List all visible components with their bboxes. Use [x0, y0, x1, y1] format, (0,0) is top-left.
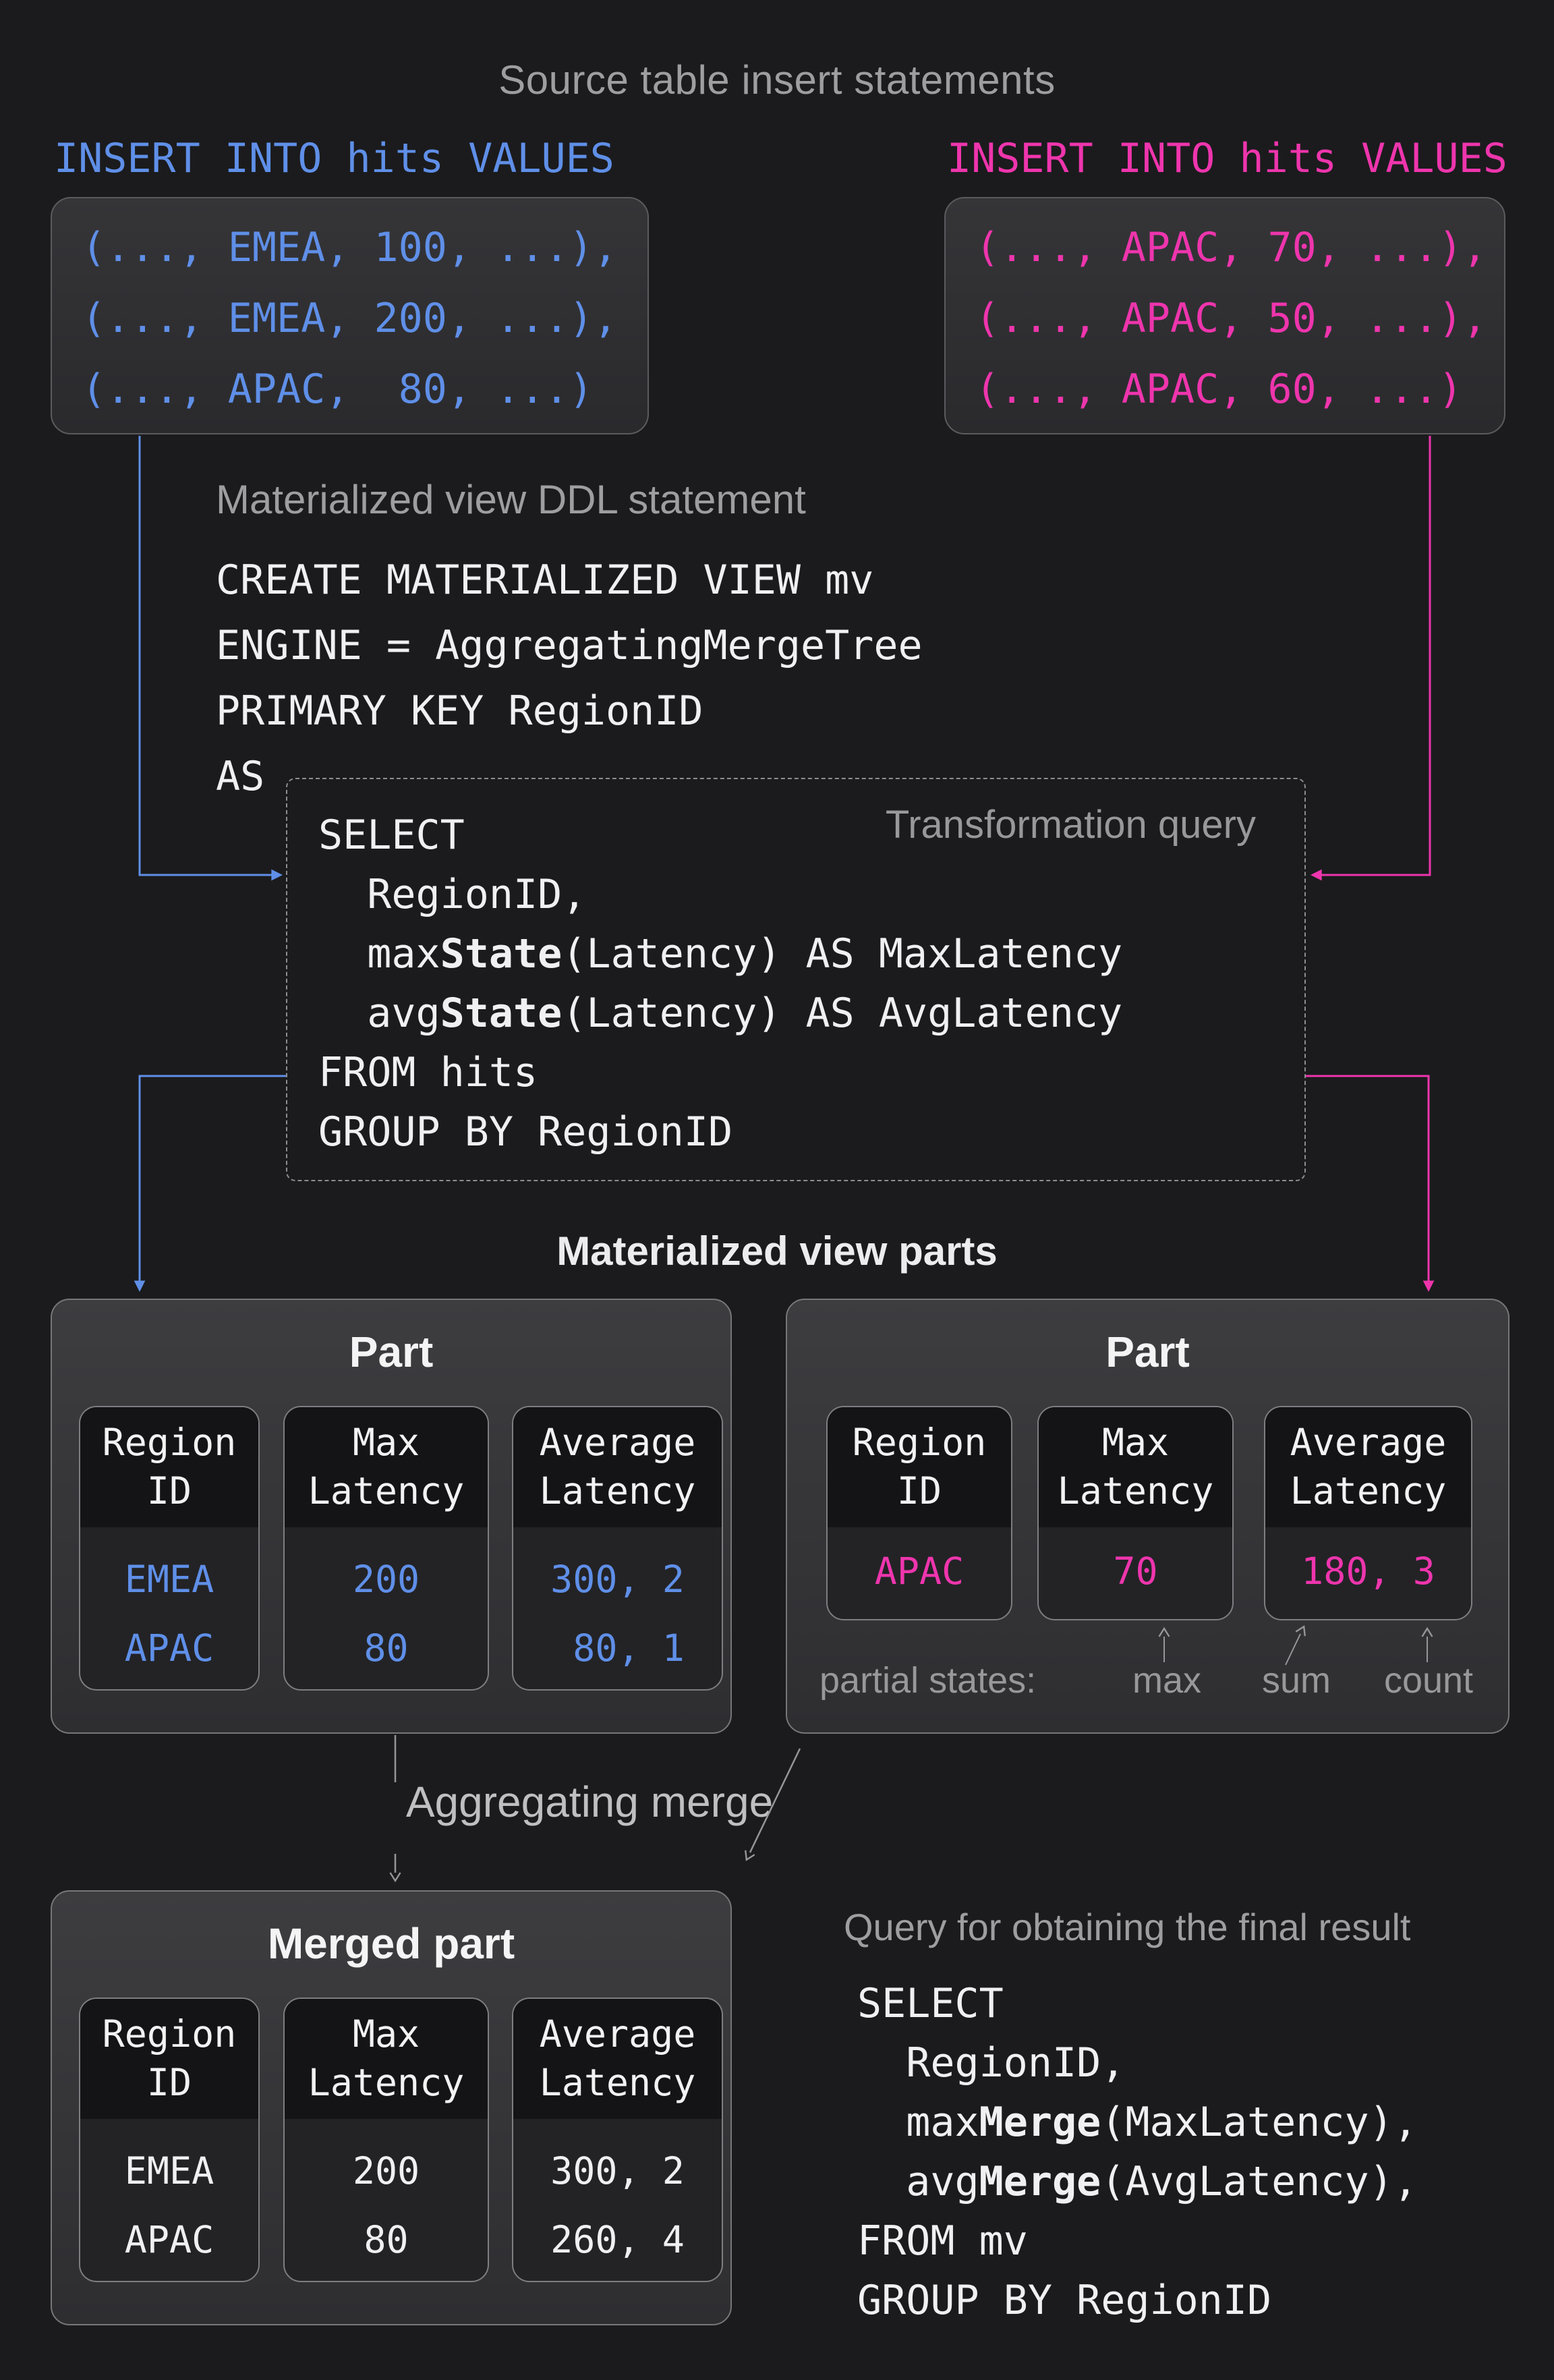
part-box-right-title: Part [1105, 1328, 1190, 1376]
table-value: EMEA [124, 2149, 214, 2192]
table-value: 70 [1113, 1550, 1158, 1593]
column-header: Max Latency [1039, 1407, 1232, 1527]
code-line: SELECT [857, 1980, 1004, 2027]
table-value: 300, 2 [550, 1558, 685, 1601]
table-value: 80 [364, 1626, 409, 1670]
merged-part-box: Merged part Region ID EMEA APAC Max Latency… [51, 1890, 732, 2325]
code-line: (..., APAC, 60, ...) [975, 366, 1463, 413]
code-line: ENGINE = AggregatingMergeTree [216, 622, 923, 669]
code-line: avgMerge(AvgLatency), [857, 2158, 1418, 2205]
ddl-code: CREATE MATERIALIZED VIEW mv ENGINE = Aggr… [216, 548, 923, 810]
final-query-title: Query for obtaining the final result [844, 1906, 1411, 1948]
table-column: Max Latency 70 [1037, 1406, 1234, 1620]
code-line: FROM hits [318, 1049, 538, 1096]
table-value: 200 [352, 1558, 420, 1601]
code-line: (..., APAC, 80, ...) [82, 366, 594, 413]
code-line: GROUP BY RegionID [318, 1108, 733, 1156]
partial-state-max: max [1132, 1660, 1202, 1701]
table-value: 80 [364, 2218, 409, 2261]
column-values: 200 80 [285, 1527, 488, 1689]
column-values: EMEA APAC [80, 2119, 258, 2281]
table-column: Average Latency 300, 2 260, 4 [512, 1998, 723, 2282]
insert-right-code-box: (..., APAC, 70, ...), (..., APAC, 50, ...… [944, 197, 1505, 434]
parts-title: Materialized view parts [556, 1228, 998, 1274]
table-column: Max Latency 200 80 [283, 1998, 489, 2282]
aggregating-merge-label: Aggregating merge [405, 1778, 774, 1826]
part-box-left-title: Part [349, 1328, 434, 1376]
code-line: maxState(Latency) AS MaxLatency [318, 930, 1123, 978]
code-line: avgState(Latency) AS AvgLatency [318, 990, 1123, 1037]
column-header: Max Latency [285, 1999, 488, 2119]
insert-right-header: INSERT INTO hits VALUES [947, 135, 1507, 182]
code-line: (..., EMEA, 100, ...), [82, 224, 618, 271]
part-box-left: Part Region ID EMEA APAC Max Latency 200 80 Av… [51, 1299, 732, 1734]
partial-state-sum: sum [1261, 1660, 1331, 1701]
table-column: Region ID EMEA APAC [79, 1406, 260, 1691]
table-value: APAC [874, 1550, 965, 1593]
transformation-query-code: SELECT RegionID, maxState(Latency) AS Ma… [318, 805, 1122, 1162]
code-line: RegionID, [318, 871, 587, 918]
code-line: maxMerge(MaxLatency), [857, 2099, 1418, 2146]
column-values: EMEA APAC [80, 1527, 258, 1689]
table-column: Average Latency 180, 3 [1264, 1406, 1472, 1620]
column-values: 200 80 [285, 2119, 488, 2281]
code-line: PRIMARY KEY RegionID [216, 687, 703, 735]
arrow-insert-right-to-query [1311, 436, 1431, 881]
table-value: 200 [352, 2149, 420, 2192]
transformation-query-box: Transformation query SELECT RegionID, ma… [286, 778, 1306, 1181]
code-line: FROM mv [857, 2217, 1028, 2265]
column-header: Average Latency [513, 1407, 722, 1527]
column-values: 300, 2 80, 1 [513, 1527, 722, 1689]
partial-states-label: partial states: [819, 1660, 1037, 1701]
table-value: 260, 4 [550, 2218, 685, 2261]
merged-part-title: Merged part [267, 1919, 515, 1968]
table-value: 80, 1 [550, 1626, 685, 1670]
transformation-query-title: Transformation query [885, 803, 1256, 847]
table-value: APAC [124, 2218, 214, 2261]
table-column: Region ID APAC [826, 1406, 1012, 1620]
column-header: Region ID [80, 1407, 258, 1527]
part-box-right: Part Region ID APAC Max Latency 70 Average L… [786, 1299, 1509, 1734]
code-line: (..., APAC, 50, ...), [975, 295, 1487, 342]
column-header: Average Latency [513, 1999, 722, 2119]
column-header: Region ID [80, 1999, 258, 2119]
table-value: APAC [124, 1626, 214, 1670]
code-line: GROUP BY RegionID [857, 2277, 1272, 2324]
code-line: (..., EMEA, 200, ...), [82, 295, 618, 342]
table-column: Max Latency 200 80 [283, 1406, 489, 1691]
code-line: RegionID, [857, 2039, 1126, 2087]
table-value: 300, 2 [550, 2149, 685, 2192]
insert-right-rows: (..., APAC, 70, ...), (..., APAC, 50, ...… [975, 213, 1487, 425]
insert-left-code-box: (..., EMEA, 100, ...), (..., EMEA, 200, .… [51, 197, 649, 434]
column-values: APAC [828, 1527, 1011, 1619]
column-values: 300, 2 260, 4 [513, 2119, 722, 2281]
column-values: 180, 3 [1265, 1527, 1471, 1619]
table-column: Region ID EMEA APAC [79, 1998, 260, 2282]
code-line: SELECT [318, 812, 465, 859]
ddl-title: Materialized view DDL statement [216, 477, 806, 522]
column-values: 70 [1039, 1527, 1232, 1619]
partial-state-count: count [1383, 1660, 1474, 1701]
source-title: Source table insert statements [498, 57, 1056, 103]
table-value: 180, 3 [1301, 1550, 1435, 1593]
column-header: Max Latency [285, 1407, 488, 1527]
code-line: CREATE MATERIALIZED VIEW mv [216, 557, 874, 604]
code-line: (..., APAC, 70, ...), [975, 224, 1487, 271]
column-header: Region ID [828, 1407, 1011, 1527]
insert-left-rows: (..., EMEA, 100, ...), (..., EMEA, 200, .… [82, 213, 618, 425]
table-value: EMEA [124, 1558, 214, 1601]
column-header: Average Latency [1265, 1407, 1471, 1527]
final-query-code: SELECT RegionID, maxMerge(MaxLatency), a… [857, 1974, 1418, 2330]
insert-left-header: INSERT INTO hits VALUES [54, 135, 614, 182]
